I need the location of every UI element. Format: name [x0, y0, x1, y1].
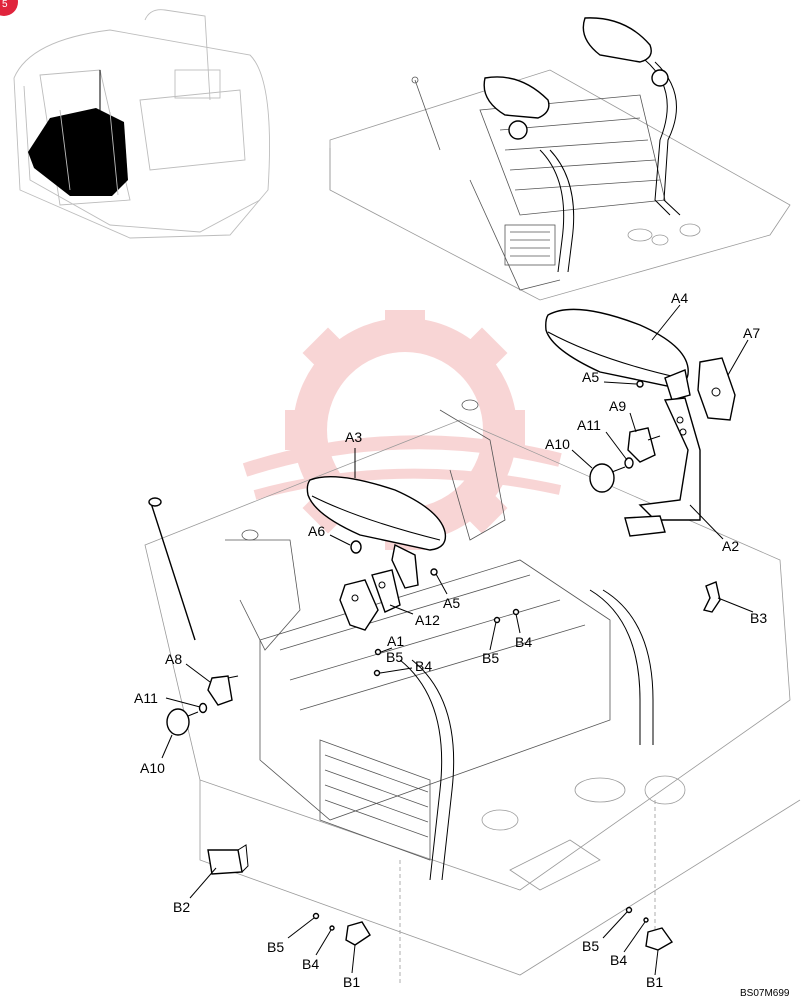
main-exploded-view [144, 399, 801, 985]
part-b1-clamp-left [345, 921, 371, 946]
part-a3-armrest-left [306, 476, 447, 589]
part-a11-washer-right [624, 457, 634, 469]
part-a5-bolt-right [636, 380, 644, 388]
part-a8-knob-bracket-left [207, 675, 239, 706]
part-a6-pin [350, 540, 362, 554]
part-labels: A4 A7 A5 A9 A11 A10 A2 A3 A6 A5 A12 B3 B… [134, 290, 767, 990]
label-b5-center: B5 [482, 650, 499, 666]
label-a3: A3 [345, 429, 362, 445]
label-b4-bottom-right: B4 [610, 952, 627, 968]
drawing-ref-code: BS07M699 [740, 988, 790, 999]
label-a1: A1 [387, 633, 404, 649]
part-a4-armrest-right [545, 308, 691, 401]
page-badge-number: 5 [2, 0, 8, 10]
label-a10-right: A10 [545, 436, 570, 452]
label-a2: A2 [722, 538, 739, 554]
page-badge: 5 [0, 0, 18, 16]
label-a5-right: A5 [582, 369, 599, 385]
part-a12-bracket [339, 569, 401, 631]
label-b4-bottom-left: B4 [302, 956, 319, 972]
label-b1-right: B1 [646, 974, 663, 990]
label-a7: A7 [743, 325, 760, 341]
label-b2: B2 [173, 899, 190, 915]
label-b4-center: B4 [515, 634, 532, 650]
part-a5-bolt-left [430, 568, 438, 576]
label-a12: A12 [415, 612, 440, 628]
cab-location-thumbnail [13, 9, 270, 239]
label-a10-left: A10 [140, 760, 165, 776]
part-a10-knob-right [589, 463, 626, 493]
leader-lines [161, 304, 754, 976]
part-a2-support-arm [624, 397, 701, 537]
part-b1-clamp-right [645, 927, 674, 951]
label-a11-right: A11 [577, 417, 601, 433]
label-b5-bottom-right: B5 [582, 938, 599, 954]
part-a11-washer-left [198, 702, 208, 714]
fasteners [312, 608, 649, 931]
label-a5-left: A5 [443, 595, 460, 611]
part-a9-knob-bracket [627, 427, 661, 463]
part-b2-cover [207, 844, 249, 875]
part-a10-knob-left [166, 708, 199, 736]
label-a9: A9 [609, 398, 626, 414]
part-a7-bracket-plate [697, 357, 736, 421]
label-a11-left: A11 [134, 690, 158, 706]
part-b3-clamp [702, 581, 721, 613]
label-a8: A8 [165, 651, 182, 667]
label-b3: B3 [750, 610, 767, 626]
label-b5-bottom-left: B5 [267, 939, 284, 955]
label-b1-left: B1 [343, 974, 360, 990]
label-a4: A4 [671, 290, 688, 306]
label-b5-left: B5 [386, 649, 403, 665]
assembled-view [329, 17, 791, 301]
label-b4-left: B4 [415, 658, 432, 674]
label-a6: A6 [308, 523, 325, 539]
